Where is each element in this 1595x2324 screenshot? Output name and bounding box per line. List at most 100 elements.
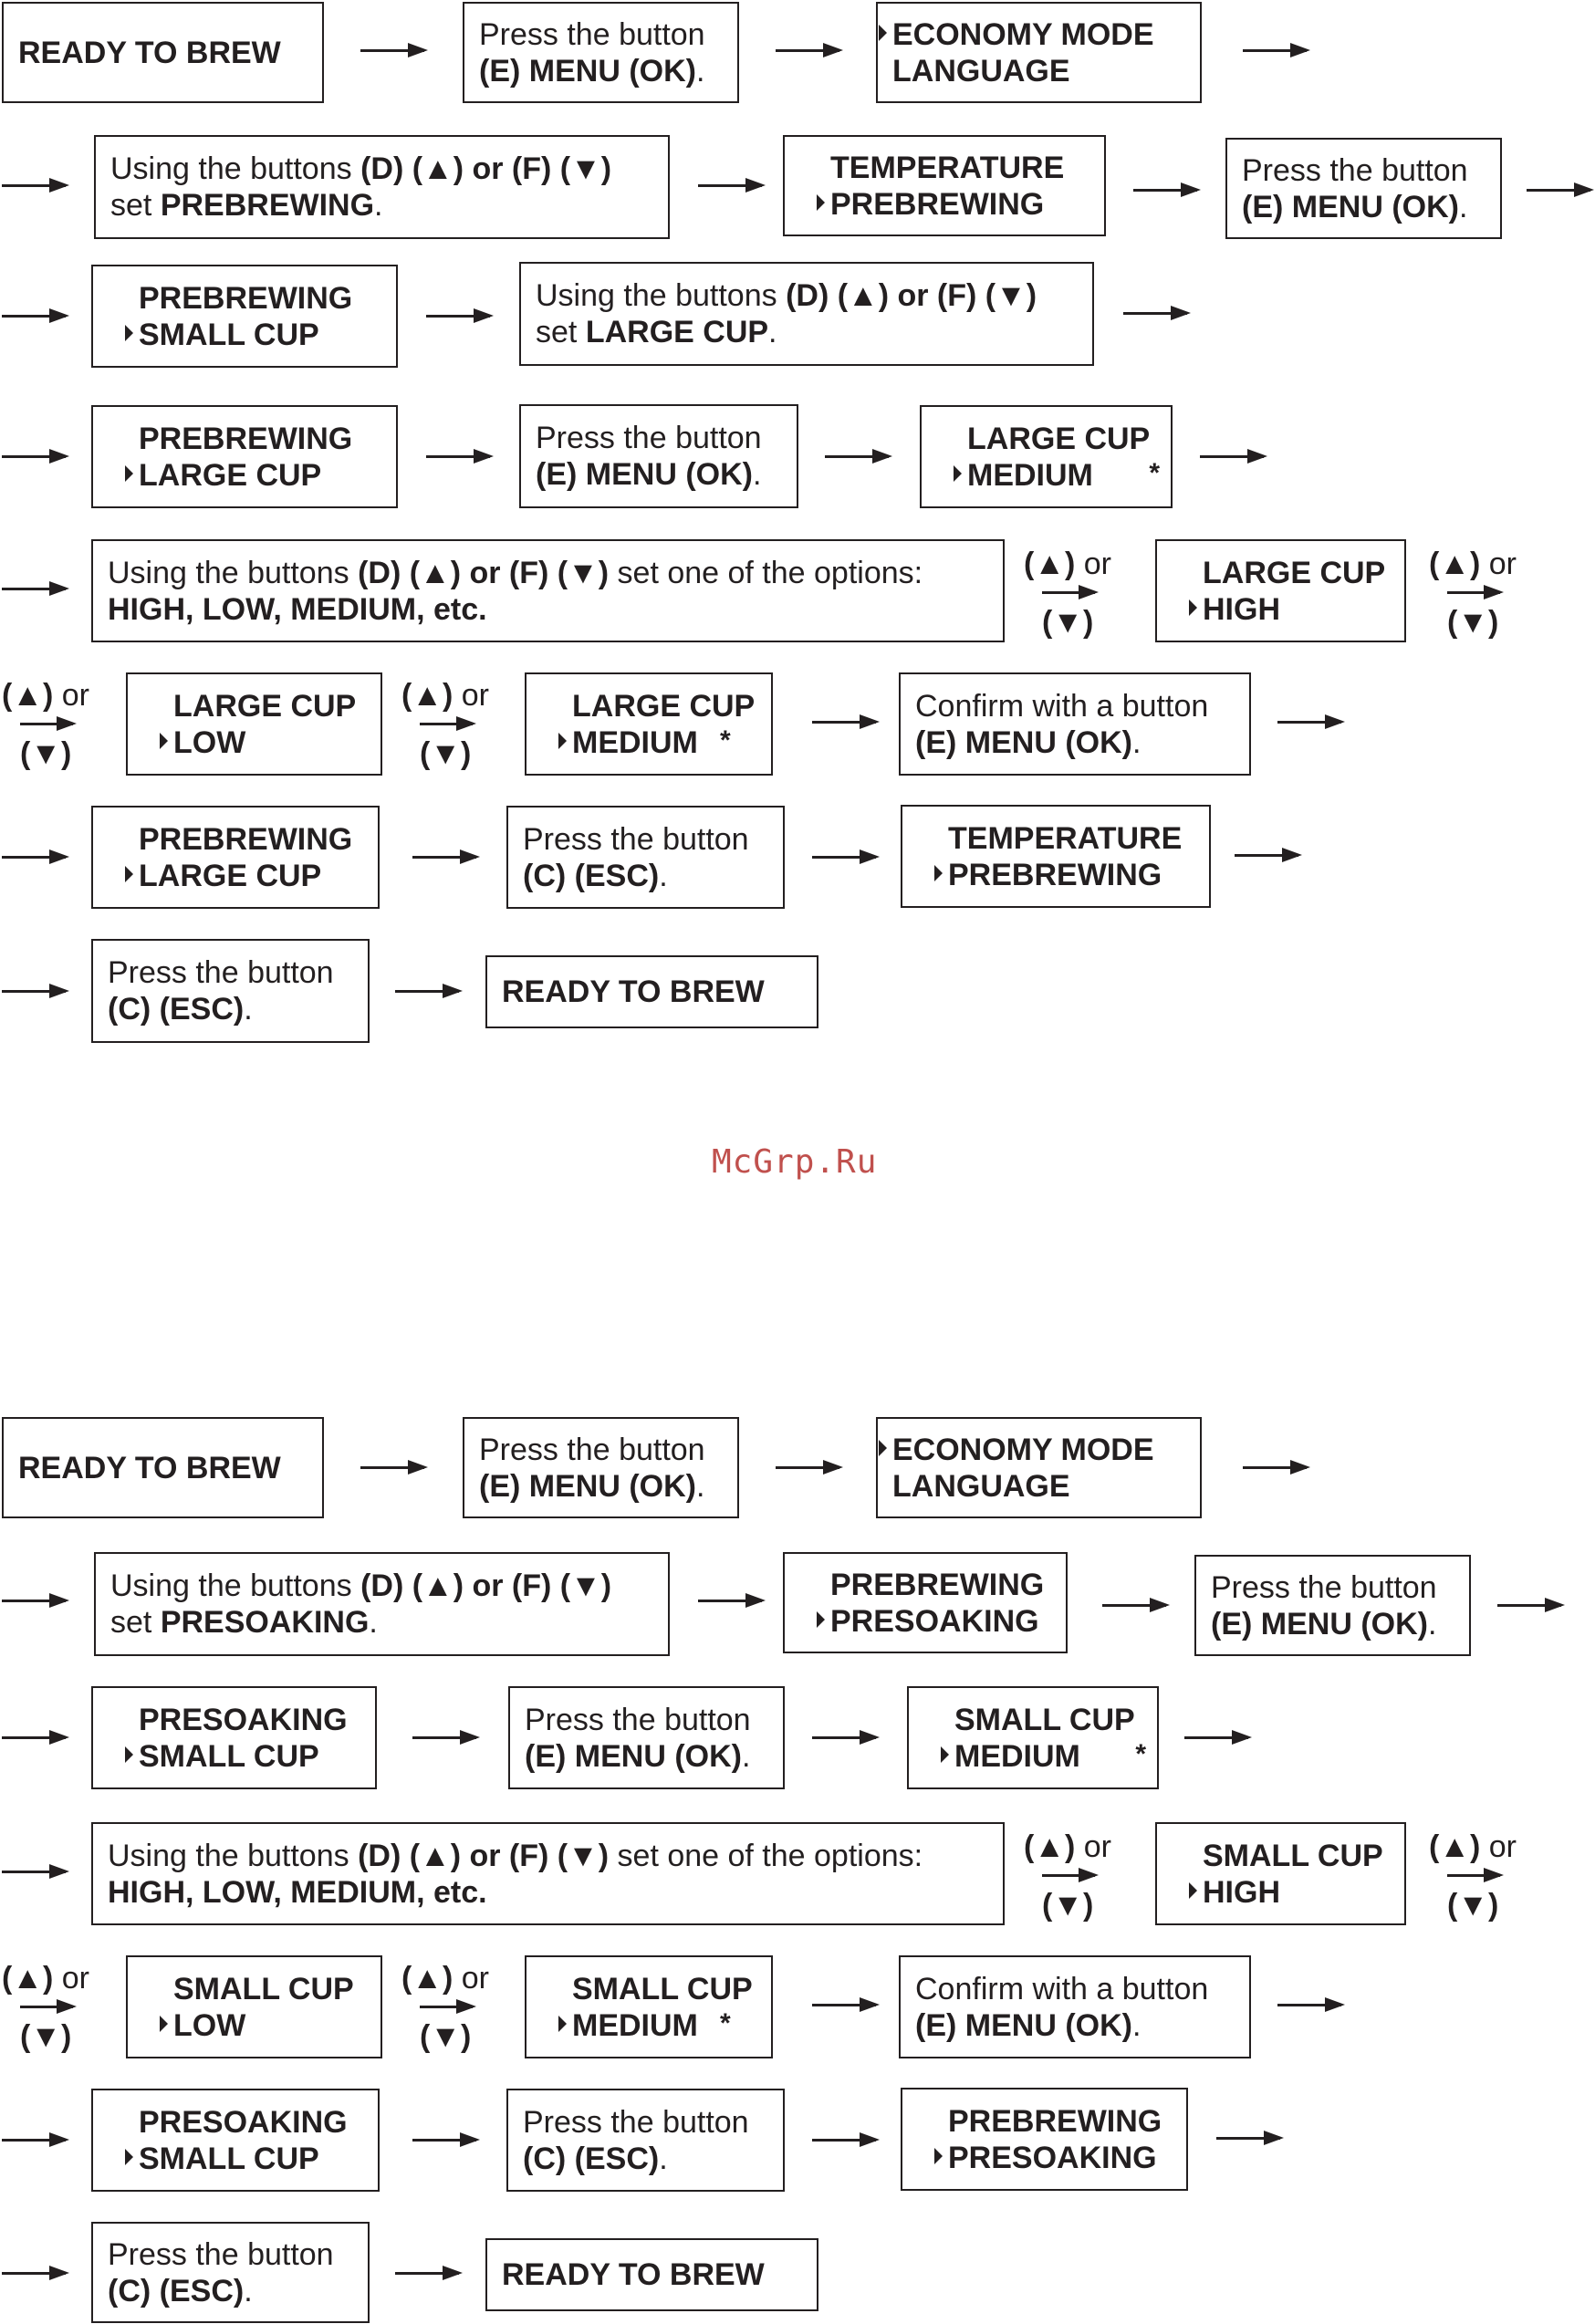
- default-mark: *: [1149, 458, 1160, 488]
- flow-arrow: [412, 849, 480, 864]
- flow-arrow: [2, 2132, 69, 2147]
- flow-arrow: [698, 1593, 766, 1608]
- flow-arrow: [2, 308, 69, 323]
- flow-arrow: [2, 849, 69, 864]
- flow-arrow: [1200, 449, 1267, 464]
- screen-small-cup-low: SMALL CUP LOW: [126, 1955, 382, 2058]
- screen-ready-to-brew: READY TO BREW: [485, 955, 818, 1028]
- screen-economy-mode: ECONOMY MODE LANGUAGE: [876, 1417, 1202, 1518]
- instruction-confirm-menu: Confirm with a button (E) MENU (OK).: [899, 1955, 1251, 2058]
- cursor-triangle-icon: [879, 24, 887, 41]
- screen-ready-to-brew: READY TO BREW: [485, 2238, 818, 2311]
- flow-arrow: [1243, 43, 1310, 57]
- up-or-down-arrow: (▲) or (▼): [1024, 547, 1111, 640]
- cursor-triangle-icon: [125, 464, 133, 482]
- instruction-set-options: Using the buttons (D) (▲) or (F) (▼) set…: [91, 539, 1005, 642]
- instruction-press-menu: Press the button (E) MENU (OK).: [463, 1417, 739, 1518]
- screen-large-cup-high: LARGE CUP HIGH: [1155, 539, 1406, 642]
- screen-small-cup-high: SMALL CUP HIGH: [1155, 1822, 1406, 1925]
- flow-arrow: [812, 714, 880, 729]
- screen-temperature-prebrewing: TEMPERATURE PREBREWING: [901, 805, 1211, 908]
- flow-arrow: [426, 308, 494, 323]
- screen-prebrewing-presoaking: PREBREWING PRESOAKING: [901, 2088, 1188, 2191]
- flow-arrow: [812, 1997, 880, 2012]
- flow-arrow: [825, 449, 892, 464]
- screen-small-cup-medium: SMALL CUP MEDIUM *: [525, 1955, 773, 2058]
- screen-ready-to-brew: READY TO BREW: [2, 2, 324, 103]
- flow-arrow: [1123, 306, 1191, 320]
- flow-arrow: [1216, 2131, 1284, 2145]
- cursor-triangle-icon: [125, 2148, 133, 2165]
- flow-arrow: [426, 449, 494, 464]
- instruction-press-menu: Press the button (E) MENU (OK).: [508, 1686, 785, 1789]
- instruction-press-menu: Press the button (E) MENU (OK).: [519, 404, 798, 508]
- flow-arrow: [1235, 848, 1302, 862]
- screen-prebrewing-large-cup: PREBREWING LARGE CUP: [91, 806, 380, 909]
- up-or-down-arrow: (▲) or (▼): [1429, 547, 1517, 640]
- flow-arrow: [2, 1864, 69, 1879]
- cursor-triangle-icon: [879, 1439, 887, 1456]
- flow-arrow: [2, 1730, 69, 1745]
- cursor-triangle-icon: [125, 1746, 133, 1763]
- flow-arrow: [1184, 1730, 1252, 1745]
- flow-arrow: [412, 2132, 480, 2147]
- flow-arrow: [360, 43, 428, 57]
- cursor-triangle-icon: [160, 2015, 168, 2032]
- flow-arrow: [776, 43, 843, 57]
- screen-presoaking-small-cup: PRESOAKING SMALL CUP: [91, 2089, 380, 2192]
- flow-arrow: [1277, 714, 1345, 729]
- screen-temperature-prebrewing: TEMPERATURE PREBREWING: [783, 135, 1106, 236]
- flow-arrow: [812, 1730, 880, 1745]
- screen-small-cup-medium: SMALL CUP MEDIUM *: [907, 1686, 1159, 1789]
- up-or-down-arrow: (▲) or (▼): [2, 1961, 89, 2054]
- instruction-set-large-cup: Using the buttons (D) (▲) or (F) (▼) set…: [519, 262, 1094, 366]
- up-or-down-arrow: (▲) or (▼): [401, 678, 489, 771]
- screen-large-cup-medium: LARGE CUP MEDIUM *: [920, 405, 1173, 508]
- instruction-confirm-menu: Confirm with a button (E) MENU (OK).: [899, 672, 1251, 776]
- flow-arrow: [1133, 182, 1201, 197]
- flow-arrow: [1243, 1460, 1310, 1475]
- cursor-triangle-icon: [817, 1610, 825, 1628]
- flow-arrow: [2, 984, 69, 998]
- flow-arrow: [2, 581, 69, 596]
- flow-arrow: [395, 2266, 463, 2280]
- flow-arrow: [1527, 182, 1594, 197]
- instruction-press-esc: Press the button (C) (ESC).: [506, 2089, 785, 2192]
- watermark: McGrp.Ru: [712, 1143, 878, 1181]
- up-or-down-arrow: (▲) or (▼): [2, 678, 89, 771]
- flow-arrow: [2, 449, 69, 464]
- flow-arrow: [360, 1460, 428, 1475]
- flow-arrow: [1277, 1997, 1345, 2012]
- flow-arrow: [698, 178, 766, 193]
- up-or-down-arrow: (▲) or (▼): [1024, 1829, 1111, 1923]
- screen-prebrewing-large-cup: PREBREWING LARGE CUP: [91, 405, 398, 508]
- screen-prebrewing-small-cup: PREBREWING SMALL CUP: [91, 265, 398, 368]
- flow-arrow: [2, 2266, 69, 2280]
- instruction-press-esc: Press the button (C) (ESC).: [91, 939, 370, 1043]
- flow-arrow: [812, 2132, 880, 2147]
- cursor-triangle-icon: [934, 2147, 943, 2164]
- instruction-press-esc: Press the button (C) (ESC).: [506, 806, 785, 909]
- screen-large-cup-low: LARGE CUP LOW: [126, 672, 382, 776]
- screen-ready-to-brew: READY TO BREW: [2, 1417, 324, 1518]
- instruction-set-presoaking: Using the buttons (D) (▲) or (F) (▼) set…: [94, 1552, 670, 1656]
- instruction-press-menu: Press the button (E) MENU (OK).: [1225, 138, 1502, 239]
- up-or-down-arrow: (▲) or (▼): [401, 1961, 489, 2054]
- flow-arrow: [2, 1593, 69, 1608]
- cursor-triangle-icon: [125, 324, 133, 341]
- cursor-triangle-icon: [954, 464, 962, 482]
- screen-presoaking-small-cup: PRESOAKING SMALL CUP: [91, 1686, 377, 1789]
- cursor-triangle-icon: [817, 193, 825, 211]
- default-mark: *: [720, 2008, 731, 2038]
- cursor-triangle-icon: [1189, 1881, 1197, 1899]
- cursor-triangle-icon: [941, 1746, 949, 1763]
- flow-arrow: [395, 984, 463, 998]
- up-or-down-arrow: (▲) or (▼): [1429, 1829, 1517, 1923]
- flow-arrow: [776, 1460, 843, 1475]
- flow-arrow: [412, 1730, 480, 1745]
- instruction-press-menu: Press the button (E) MENU (OK).: [463, 2, 739, 103]
- cursor-triangle-icon: [934, 864, 943, 881]
- instruction-press-menu: Press the button (E) MENU (OK).: [1194, 1555, 1471, 1656]
- cursor-triangle-icon: [558, 2015, 567, 2032]
- screen-prebrewing-presoaking: PREBREWING PRESOAKING: [783, 1552, 1068, 1653]
